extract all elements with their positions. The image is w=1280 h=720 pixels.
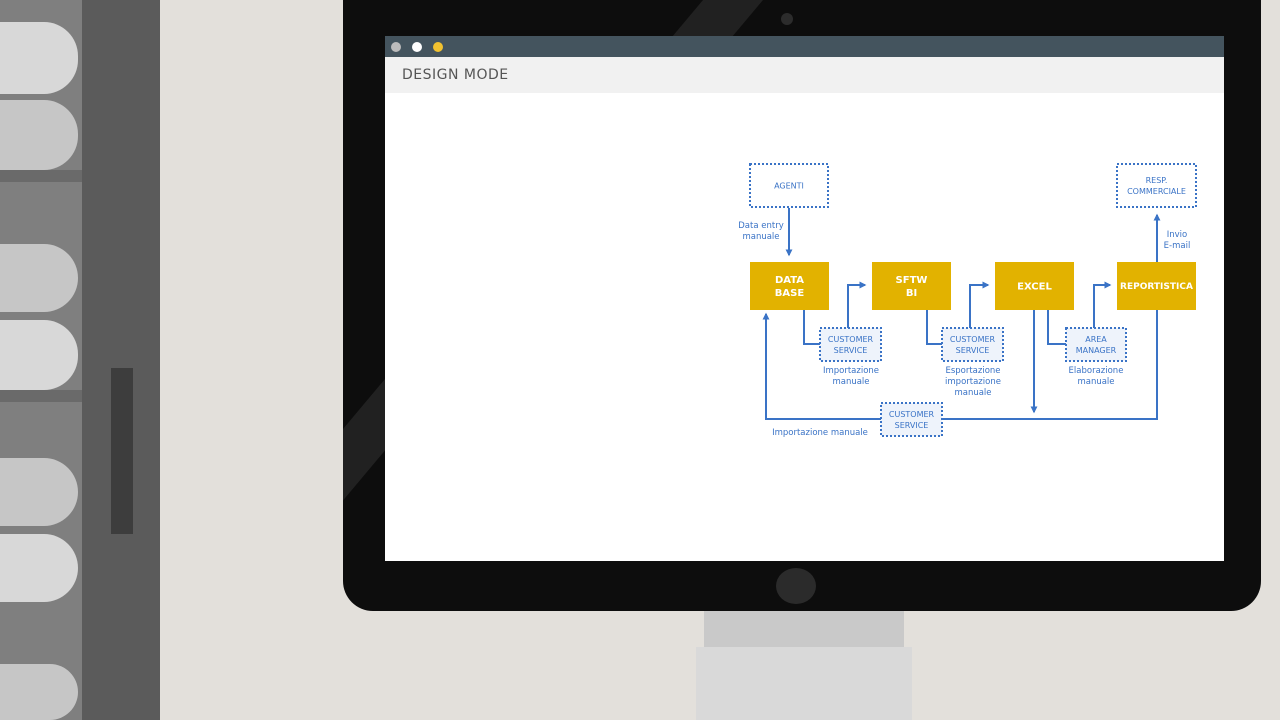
- shelf-band: [0, 390, 82, 402]
- edge-label-line: Elaborazione: [1069, 366, 1124, 376]
- edge-label-line: manuale: [954, 388, 991, 398]
- node-report[interactable]: REPORTISTICA: [1117, 262, 1196, 310]
- window-maximize-dot[interactable]: [433, 42, 443, 52]
- edge-label-line: manuale: [742, 232, 779, 242]
- node-box: [1116, 163, 1197, 208]
- node-label: AGENTI: [774, 181, 804, 190]
- edge-label-line: E-mail: [1164, 241, 1191, 251]
- connector-lines: [762, 208, 1161, 420]
- edge-database-cs1: [803, 310, 820, 345]
- monitor-stand-neck: [704, 611, 904, 647]
- bookshelf: [0, 0, 160, 720]
- node-box: [819, 327, 882, 362]
- window-close-dot[interactable]: [391, 42, 401, 52]
- edge-label-importazione-bottom: Importazione manuale: [772, 428, 868, 438]
- node-box: [1117, 262, 1196, 310]
- edge-cs3-database: [762, 312, 881, 420]
- node-box: [872, 262, 951, 310]
- node-label: EXCEL: [1017, 282, 1052, 293]
- book: [0, 22, 78, 94]
- node-sftw[interactable]: SFTW BI: [872, 262, 951, 310]
- node-label: CUSTOMER: [889, 410, 935, 419]
- node-cs3[interactable]: CUSTOMER SERVICE: [880, 402, 943, 437]
- book: [0, 100, 78, 170]
- edge-cs1-sftw: [847, 281, 867, 328]
- shelf-post: [82, 0, 160, 720]
- node-label: SFTW: [896, 275, 928, 286]
- edge-sftw-cs2: [926, 310, 942, 345]
- node-box: [750, 262, 829, 310]
- node-box: [1065, 327, 1127, 362]
- node-label: AREA: [1085, 335, 1107, 344]
- node-box: [995, 262, 1074, 310]
- node-label: CUSTOMER: [950, 335, 996, 344]
- node-label: SERVICE: [956, 346, 990, 355]
- edge-cs2-excel: [969, 281, 990, 328]
- node-label: SERVICE: [895, 421, 929, 430]
- node-resp[interactable]: RESP. COMMERCIALE: [1116, 163, 1197, 208]
- diagram-nodes: AGENTI RESP. COMMERCIALE DATA BASE SFTW BI EXCE…: [749, 163, 1197, 437]
- node-label: BASE: [775, 288, 805, 299]
- book: [0, 664, 78, 720]
- book: [0, 244, 78, 312]
- node-cs2[interactable]: CUSTOMER SERVICE: [941, 327, 1004, 362]
- edge-label-line: Invio: [1167, 230, 1188, 240]
- window-titlebar: [385, 36, 1224, 57]
- mode-title: DESIGN MODE: [402, 67, 509, 83]
- node-label: RESP.: [1146, 176, 1168, 185]
- node-box: [749, 163, 829, 208]
- node-label: COMMERCIALE: [1127, 187, 1186, 196]
- edge-area-report: [1093, 281, 1112, 328]
- camera-icon: [781, 13, 793, 25]
- node-area[interactable]: AREA MANAGER: [1065, 327, 1127, 362]
- node-label: CUSTOMER: [828, 335, 874, 344]
- monitor-stand-base: [696, 647, 912, 720]
- book: [0, 458, 78, 526]
- node-label: MANAGER: [1076, 346, 1117, 355]
- mode-toolbar: DESIGN MODE: [385, 57, 1224, 93]
- node-label: DATA: [775, 275, 804, 286]
- node-box: [880, 402, 943, 437]
- node-box: [941, 327, 1004, 362]
- node-cs1[interactable]: CUSTOMER SERVICE: [819, 327, 882, 362]
- node-database[interactable]: DATA BASE: [750, 262, 829, 310]
- heart-logo-icon: [776, 568, 816, 604]
- node-agenti[interactable]: AGENTI: [749, 163, 829, 208]
- edge-label-line: Esportazione: [945, 366, 1000, 376]
- edge-label-line: importazione: [945, 377, 1001, 387]
- book: [0, 320, 78, 390]
- edge-label-line: Importazione: [823, 366, 879, 376]
- book: [0, 534, 78, 602]
- edge-label-line: Data entry: [738, 221, 783, 231]
- edge-excel-area: [1047, 310, 1066, 345]
- edge-label-line: manuale: [1077, 377, 1114, 387]
- node-excel[interactable]: EXCEL: [995, 262, 1074, 310]
- shelf-slot: [111, 368, 133, 534]
- edge-label-line: manuale: [832, 377, 869, 387]
- node-label: BI: [906, 288, 917, 299]
- node-label: SERVICE: [834, 346, 868, 355]
- edge-label-line: Importazione manuale: [772, 428, 868, 438]
- window-minimize-dot[interactable]: [412, 42, 422, 52]
- edge-report-bottom: [943, 310, 1158, 420]
- shelf-band: [0, 170, 82, 182]
- node-label: REPORTISTICA: [1120, 282, 1193, 292]
